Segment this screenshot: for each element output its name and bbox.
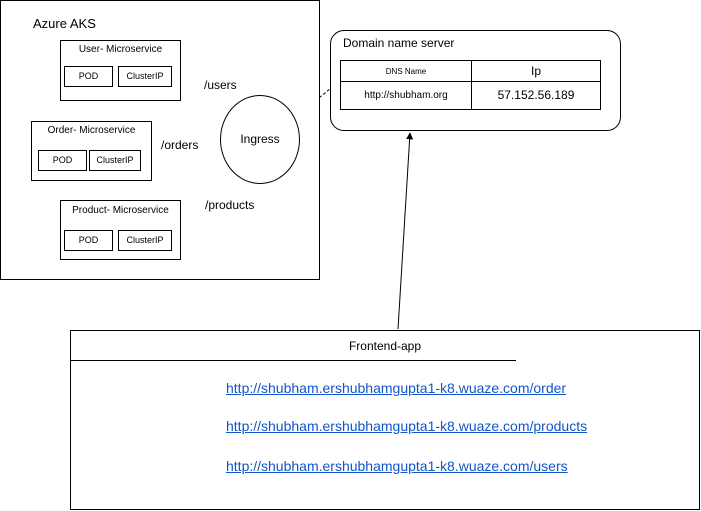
user-pod-box: POD <box>64 66 113 87</box>
order-pod-box: POD <box>38 150 87 171</box>
order-clusterip-box: ClusterIP <box>89 150 141 171</box>
dns-container <box>330 30 621 131</box>
user-clusterip-box: ClusterIP <box>118 66 172 87</box>
route-users-label: /users <box>204 78 237 92</box>
aks-title: Azure AKS <box>33 16 96 31</box>
frontend-link-order[interactable]: http://shubham.ershubhamgupta1-k8.wuaze.… <box>226 380 567 396</box>
ingress-label: Ingress <box>240 132 280 146</box>
ingress-node <box>220 95 300 184</box>
frontend-link-users[interactable]: http://shubham.ershubhamgupta1-k8.wuaze.… <box>226 458 568 474</box>
dns-cell-ip: 57.152.56.189 <box>497 88 575 102</box>
route-products-label: /products <box>205 198 255 212</box>
dns-table-divider-horizontal <box>341 81 600 82</box>
user-microservice-title: User- Microservice <box>78 44 163 55</box>
dns-title: Domain name server <box>343 36 455 50</box>
dns-header-ip: Ip <box>530 64 541 78</box>
product-microservice-title: Product- Microservice <box>72 205 169 216</box>
order-microservice-title: Order- Microservice <box>47 125 136 136</box>
dns-header-name: DNS Name <box>385 67 427 76</box>
product-clusterip-box: ClusterIP <box>118 230 172 251</box>
dns-table-divider-vertical <box>471 61 472 109</box>
frontend-to-dns-arrow <box>397 132 414 330</box>
dns-cell-name: http://shubham.org <box>364 90 448 101</box>
frontend-link-products[interactable]: http://shubham.ershubhamgupta1-k8.wuaze.… <box>226 418 588 434</box>
frontend-divider <box>70 360 516 361</box>
frontend-title: Frontend-app <box>348 339 422 353</box>
route-orders-label: /orders <box>161 138 199 152</box>
dns-table: DNS Name Ip http://shubham.org 57.152.56… <box>340 60 601 110</box>
product-pod-box: POD <box>64 230 113 251</box>
